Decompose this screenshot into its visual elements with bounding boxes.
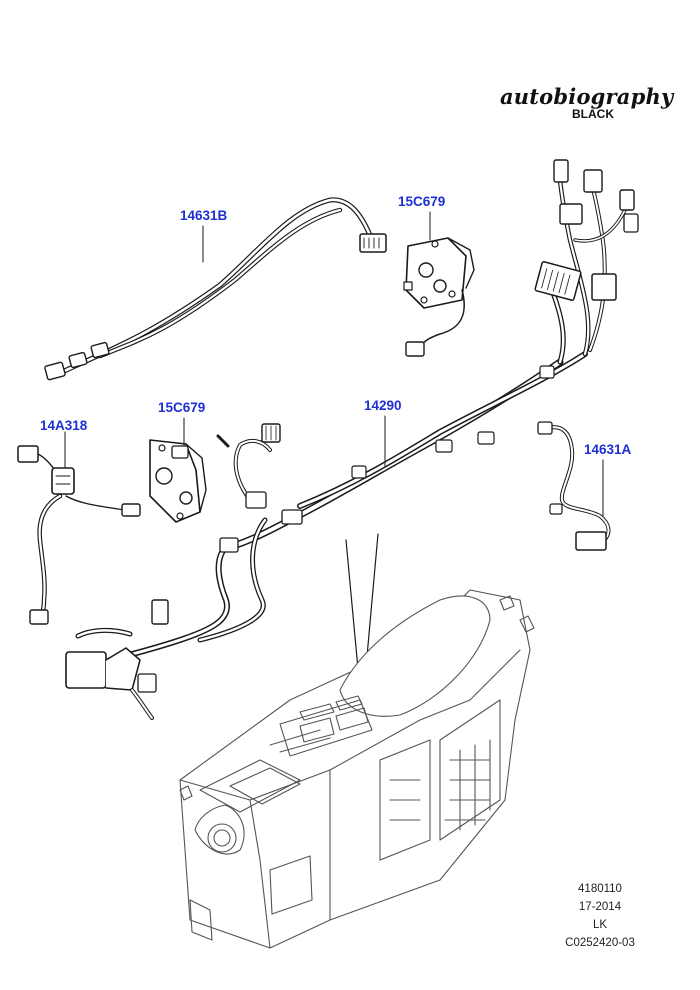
brand-script: autobiography <box>500 84 674 109</box>
sensor-14a318 <box>17 431 141 625</box>
callout-14290[interactable]: 14290 <box>364 398 402 413</box>
callout-14a318[interactable]: 14A318 <box>40 418 88 433</box>
brand-sub: BLACK <box>572 107 614 121</box>
callout-14631a[interactable]: 14631A <box>584 442 632 457</box>
harness-14631a <box>537 421 611 551</box>
harness-14631b <box>44 197 387 381</box>
footer-line-1: 4180110 <box>578 883 622 895</box>
centre-console <box>179 589 535 949</box>
switch-15c679-upper <box>403 211 475 357</box>
harness-lower-left <box>65 599 169 720</box>
switch-15c679-lower <box>149 417 207 523</box>
callout-14631b[interactable]: 14631B <box>180 208 228 223</box>
callout-15c679-upper[interactable]: 15C679 <box>398 194 446 209</box>
footer-line-4: C0252420-03 <box>565 937 635 949</box>
drawing-reference: 4180110 17-2014 LK C0252420-03 <box>560 880 640 952</box>
footer-line-3: LK <box>592 919 608 931</box>
harness-14290 <box>107 159 639 663</box>
footer-line-2: 17-2014 <box>578 901 622 913</box>
callout-15c679-lower[interactable]: 15C679 <box>158 400 206 415</box>
brand-badge: autobiography BLACK <box>500 84 674 121</box>
